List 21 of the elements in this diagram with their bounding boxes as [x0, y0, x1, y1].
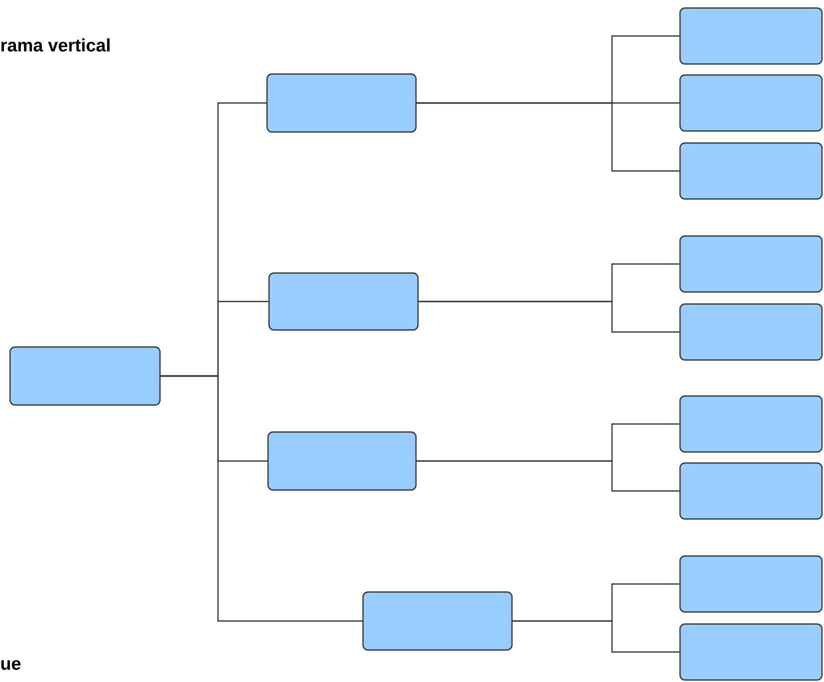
process-box [362, 591, 513, 651]
process-box [268, 272, 419, 331]
connector-line [160, 375, 362, 622]
process-box [9, 346, 161, 406]
process-box [679, 462, 823, 520]
process-box [679, 623, 823, 681]
heading-text: ue [1, 660, 21, 670]
connector-line [512, 620, 680, 653]
process-box [679, 555, 823, 613]
connector-line [418, 300, 680, 333]
process-box [267, 431, 417, 491]
process-box [679, 235, 823, 293]
connector-line [416, 102, 680, 172]
heading-text: rama vertical [1, 38, 110, 52]
process-box [679, 395, 823, 453]
process-box [679, 142, 823, 200]
process-box [679, 303, 823, 361]
connector-line [416, 460, 680, 492]
process-box [266, 73, 417, 133]
process-box [679, 7, 823, 65]
process-box [679, 74, 823, 132]
